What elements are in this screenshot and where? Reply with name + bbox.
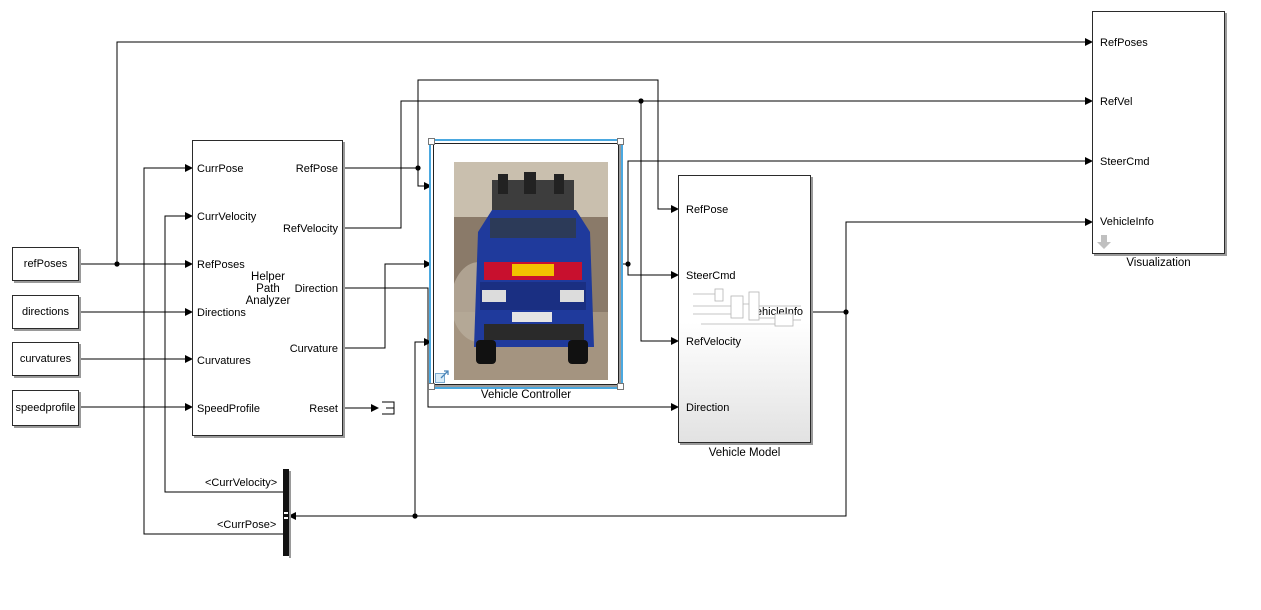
port-label: SteerCmd [1100, 156, 1150, 168]
suv-image [454, 162, 608, 380]
port-label: Curvatures [197, 355, 251, 367]
port-label: SteerCmd [686, 270, 736, 282]
port-label: Reset [309, 403, 338, 415]
line-currvelocity-feedback [164, 212, 283, 493]
line-refposes-visualization [116, 38, 1093, 264]
source-label: curvatures [19, 353, 72, 365]
line-refpose-controller [343, 167, 432, 190]
port-label: CurrPose [197, 163, 244, 175]
source-refposes[interactable]: refPoses [12, 247, 79, 281]
source-label: directions [21, 306, 70, 318]
line-vehicleinfo-feedback [288, 312, 847, 520]
line-vehicleinfo-controller [414, 338, 432, 516]
helper-path-analyzer-block[interactable]: CurrPose CurrVelocity RefPoses Direction… [192, 140, 343, 436]
bus-output-label: <CurrVelocity> [205, 477, 278, 489]
port-label: Directions [197, 307, 246, 319]
port-label: RefPose [686, 204, 729, 216]
bus-selector-block[interactable] [283, 469, 289, 556]
line-curvature-controller [343, 260, 432, 349]
bus-output-label: <CurrPose> [217, 519, 277, 531]
port-label: RefVelocity [282, 223, 338, 235]
port-label: RefPoses [197, 259, 245, 271]
source-label: refPoses [23, 258, 68, 270]
vehicle-model-block[interactable]: RefPose SteerCmd RefVelocity Direction V… [678, 175, 811, 443]
line-vehicleinfo-vis [810, 218, 1093, 313]
arrow-down-icon [1097, 235, 1111, 249]
vehicle-controller-name: Vehicle Controller [480, 389, 572, 401]
line-steercmd-vis [627, 157, 1093, 264]
port-label: VehicleInfo [1100, 216, 1154, 228]
line-direction-model [343, 287, 679, 411]
port-label: RefVelocity [686, 336, 742, 348]
visualization-block[interactable]: RefPoses RefVel SteerCmd VehicleInfo [1092, 11, 1225, 254]
port-label: Curvature [289, 343, 338, 355]
source-curvatures[interactable]: curvatures [12, 342, 79, 376]
subsystem-preview-icon [693, 288, 801, 327]
line-currpose-feedback [143, 164, 283, 535]
vehicle-model-name: Vehicle Model [708, 447, 781, 459]
port-label: RefPoses [1100, 37, 1148, 49]
port-label: RefVel [1100, 96, 1133, 108]
source-speedprofile[interactable]: speedprofile [12, 390, 79, 426]
source-label: speedprofile [15, 402, 76, 414]
port-label: RefPose [295, 163, 338, 175]
link-icon[interactable] [435, 370, 449, 383]
visualization-name: Visualization [1126, 257, 1191, 269]
vehicle-controller-block[interactable] [428, 138, 624, 390]
port-label: SpeedProfile [197, 403, 260, 415]
terminator-icon [382, 401, 395, 415]
helper-block-name: Helper Path Analyzer [245, 271, 291, 307]
port-label: Direction [294, 283, 338, 295]
line-refvelocity-model [640, 101, 679, 345]
line-steercmd-model [621, 263, 679, 279]
line-refvelocity-vis [343, 97, 1093, 229]
port-label: Direction [686, 402, 730, 414]
line-refpose-model [417, 79, 679, 213]
port-label: CurrVelocity [197, 211, 257, 223]
source-directions[interactable]: directions [12, 295, 79, 329]
